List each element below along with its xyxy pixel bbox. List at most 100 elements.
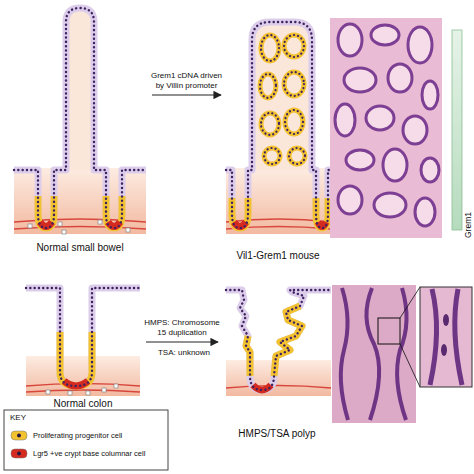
stromal-cell xyxy=(68,391,72,395)
cell-nucleus xyxy=(17,433,21,437)
histology-gland xyxy=(338,24,362,56)
histology-gland xyxy=(403,116,427,144)
panel-caption: Normal small bowel xyxy=(36,242,123,254)
epithelium xyxy=(226,22,331,228)
legend-swatch xyxy=(11,449,27,458)
arrow-label: HMPS: Chromosome 15 duplication xyxy=(143,318,221,338)
cell-nucleus xyxy=(17,451,21,455)
nuclei xyxy=(264,148,280,164)
legend-swatch xyxy=(11,431,27,440)
nuclei xyxy=(26,288,140,386)
zoom-line xyxy=(400,287,420,318)
illustration-panel: Normal small bowel xyxy=(12,6,148,254)
histology-gland xyxy=(422,81,438,109)
epithelium xyxy=(226,290,331,390)
histology-gland xyxy=(415,198,435,226)
epithelium xyxy=(26,288,140,386)
zoom-box xyxy=(378,318,400,344)
progenitor-cells xyxy=(274,306,302,376)
muscle-line xyxy=(26,390,140,392)
legend-swatch-frame xyxy=(10,430,28,441)
nuclei xyxy=(14,8,146,228)
histology-gland xyxy=(388,64,412,92)
nuclei xyxy=(226,22,331,228)
ectopic-crypt xyxy=(284,72,304,96)
legend-text: Proliferating progenitor cell xyxy=(33,431,122,440)
stromal-cell xyxy=(86,391,90,395)
muscle-line xyxy=(14,219,146,222)
histology-crypt xyxy=(455,289,462,385)
histology-crypt xyxy=(366,288,379,420)
illustration-panel: Normal colon xyxy=(24,278,142,410)
process-arrow xyxy=(146,341,218,342)
nuclei xyxy=(289,148,305,164)
ectopic-crypt xyxy=(284,35,304,57)
ectopic-crypt xyxy=(289,148,305,164)
nuclei xyxy=(226,290,331,390)
stromal-cell xyxy=(126,228,130,232)
progenitor-cells xyxy=(60,332,92,386)
histology-gland xyxy=(335,104,355,136)
legend: Proliferating progenitor cellLgr5 +ve cr… xyxy=(10,426,145,462)
villus-core xyxy=(66,8,94,170)
cell-nucleus xyxy=(443,314,449,326)
histology-gland xyxy=(344,68,376,92)
villus-core xyxy=(252,22,312,170)
histology-image xyxy=(332,285,416,423)
illustration-panel: Vil1-Grem1 mouse xyxy=(225,12,331,262)
histology-image xyxy=(330,18,442,238)
nuclei xyxy=(284,72,304,96)
nuclei xyxy=(261,35,279,61)
nuclei xyxy=(261,113,279,135)
histology-gland xyxy=(366,106,394,130)
histology-gland xyxy=(371,25,399,45)
muscle-line xyxy=(226,386,331,389)
legend-text: Lgr5 +ve crypt base columnar cell xyxy=(33,449,145,458)
illustration-panel: HMPS/TSA polyp xyxy=(222,278,332,440)
histology-gland xyxy=(421,158,439,182)
key-box xyxy=(4,410,168,470)
panel-caption: Vil1-Grem1 mouse xyxy=(236,250,319,262)
ectopic-crypt xyxy=(260,74,276,98)
tissue-band xyxy=(26,356,140,396)
stromal-cell xyxy=(46,390,50,394)
epithelium xyxy=(14,8,146,228)
histology-crypt xyxy=(341,288,348,420)
stromal-cell xyxy=(28,224,32,228)
histology-gland xyxy=(338,186,362,214)
stromal-cell xyxy=(102,388,106,392)
legend-entry: Lgr5 +ve crypt base columnar cell xyxy=(10,444,145,462)
legend-swatch-frame xyxy=(10,448,28,459)
ectopic-crypt xyxy=(285,110,303,134)
panel-caption: Normal colon xyxy=(54,398,113,410)
zoom-inset xyxy=(420,287,472,387)
arrow-label: Grem1 cDNA driven by Villin promoter xyxy=(148,71,226,91)
ectopic-crypt xyxy=(264,148,280,164)
tissue-band xyxy=(14,168,146,234)
panel-caption: HMPS/TSA polyp xyxy=(238,428,315,440)
legend-entry: Proliferating progenitor cell xyxy=(10,426,145,444)
ectopic-crypt xyxy=(261,113,279,135)
cell-nucleus xyxy=(441,344,447,356)
histology-gland xyxy=(383,149,407,181)
nuclei xyxy=(284,35,304,57)
figure-label: KEY xyxy=(10,413,26,422)
histology-crypt xyxy=(397,288,406,420)
expression-bar xyxy=(452,30,462,230)
zoom-line xyxy=(400,344,420,387)
stromal-cell xyxy=(98,220,102,224)
histology-crypt xyxy=(430,289,437,385)
histology-gland xyxy=(408,27,432,63)
nuclei xyxy=(285,110,303,134)
histology-gland xyxy=(346,150,374,170)
figure-label: Grem1 xyxy=(463,212,473,238)
process-arrow xyxy=(152,94,221,95)
histology-gland xyxy=(374,193,406,217)
stromal-cell xyxy=(114,384,118,388)
figure-label: TSA: unknown xyxy=(146,348,222,357)
stromal-cell xyxy=(62,230,66,234)
nuclei xyxy=(260,74,276,98)
ectopic-crypt xyxy=(261,35,279,61)
stromal-cell xyxy=(58,222,62,226)
